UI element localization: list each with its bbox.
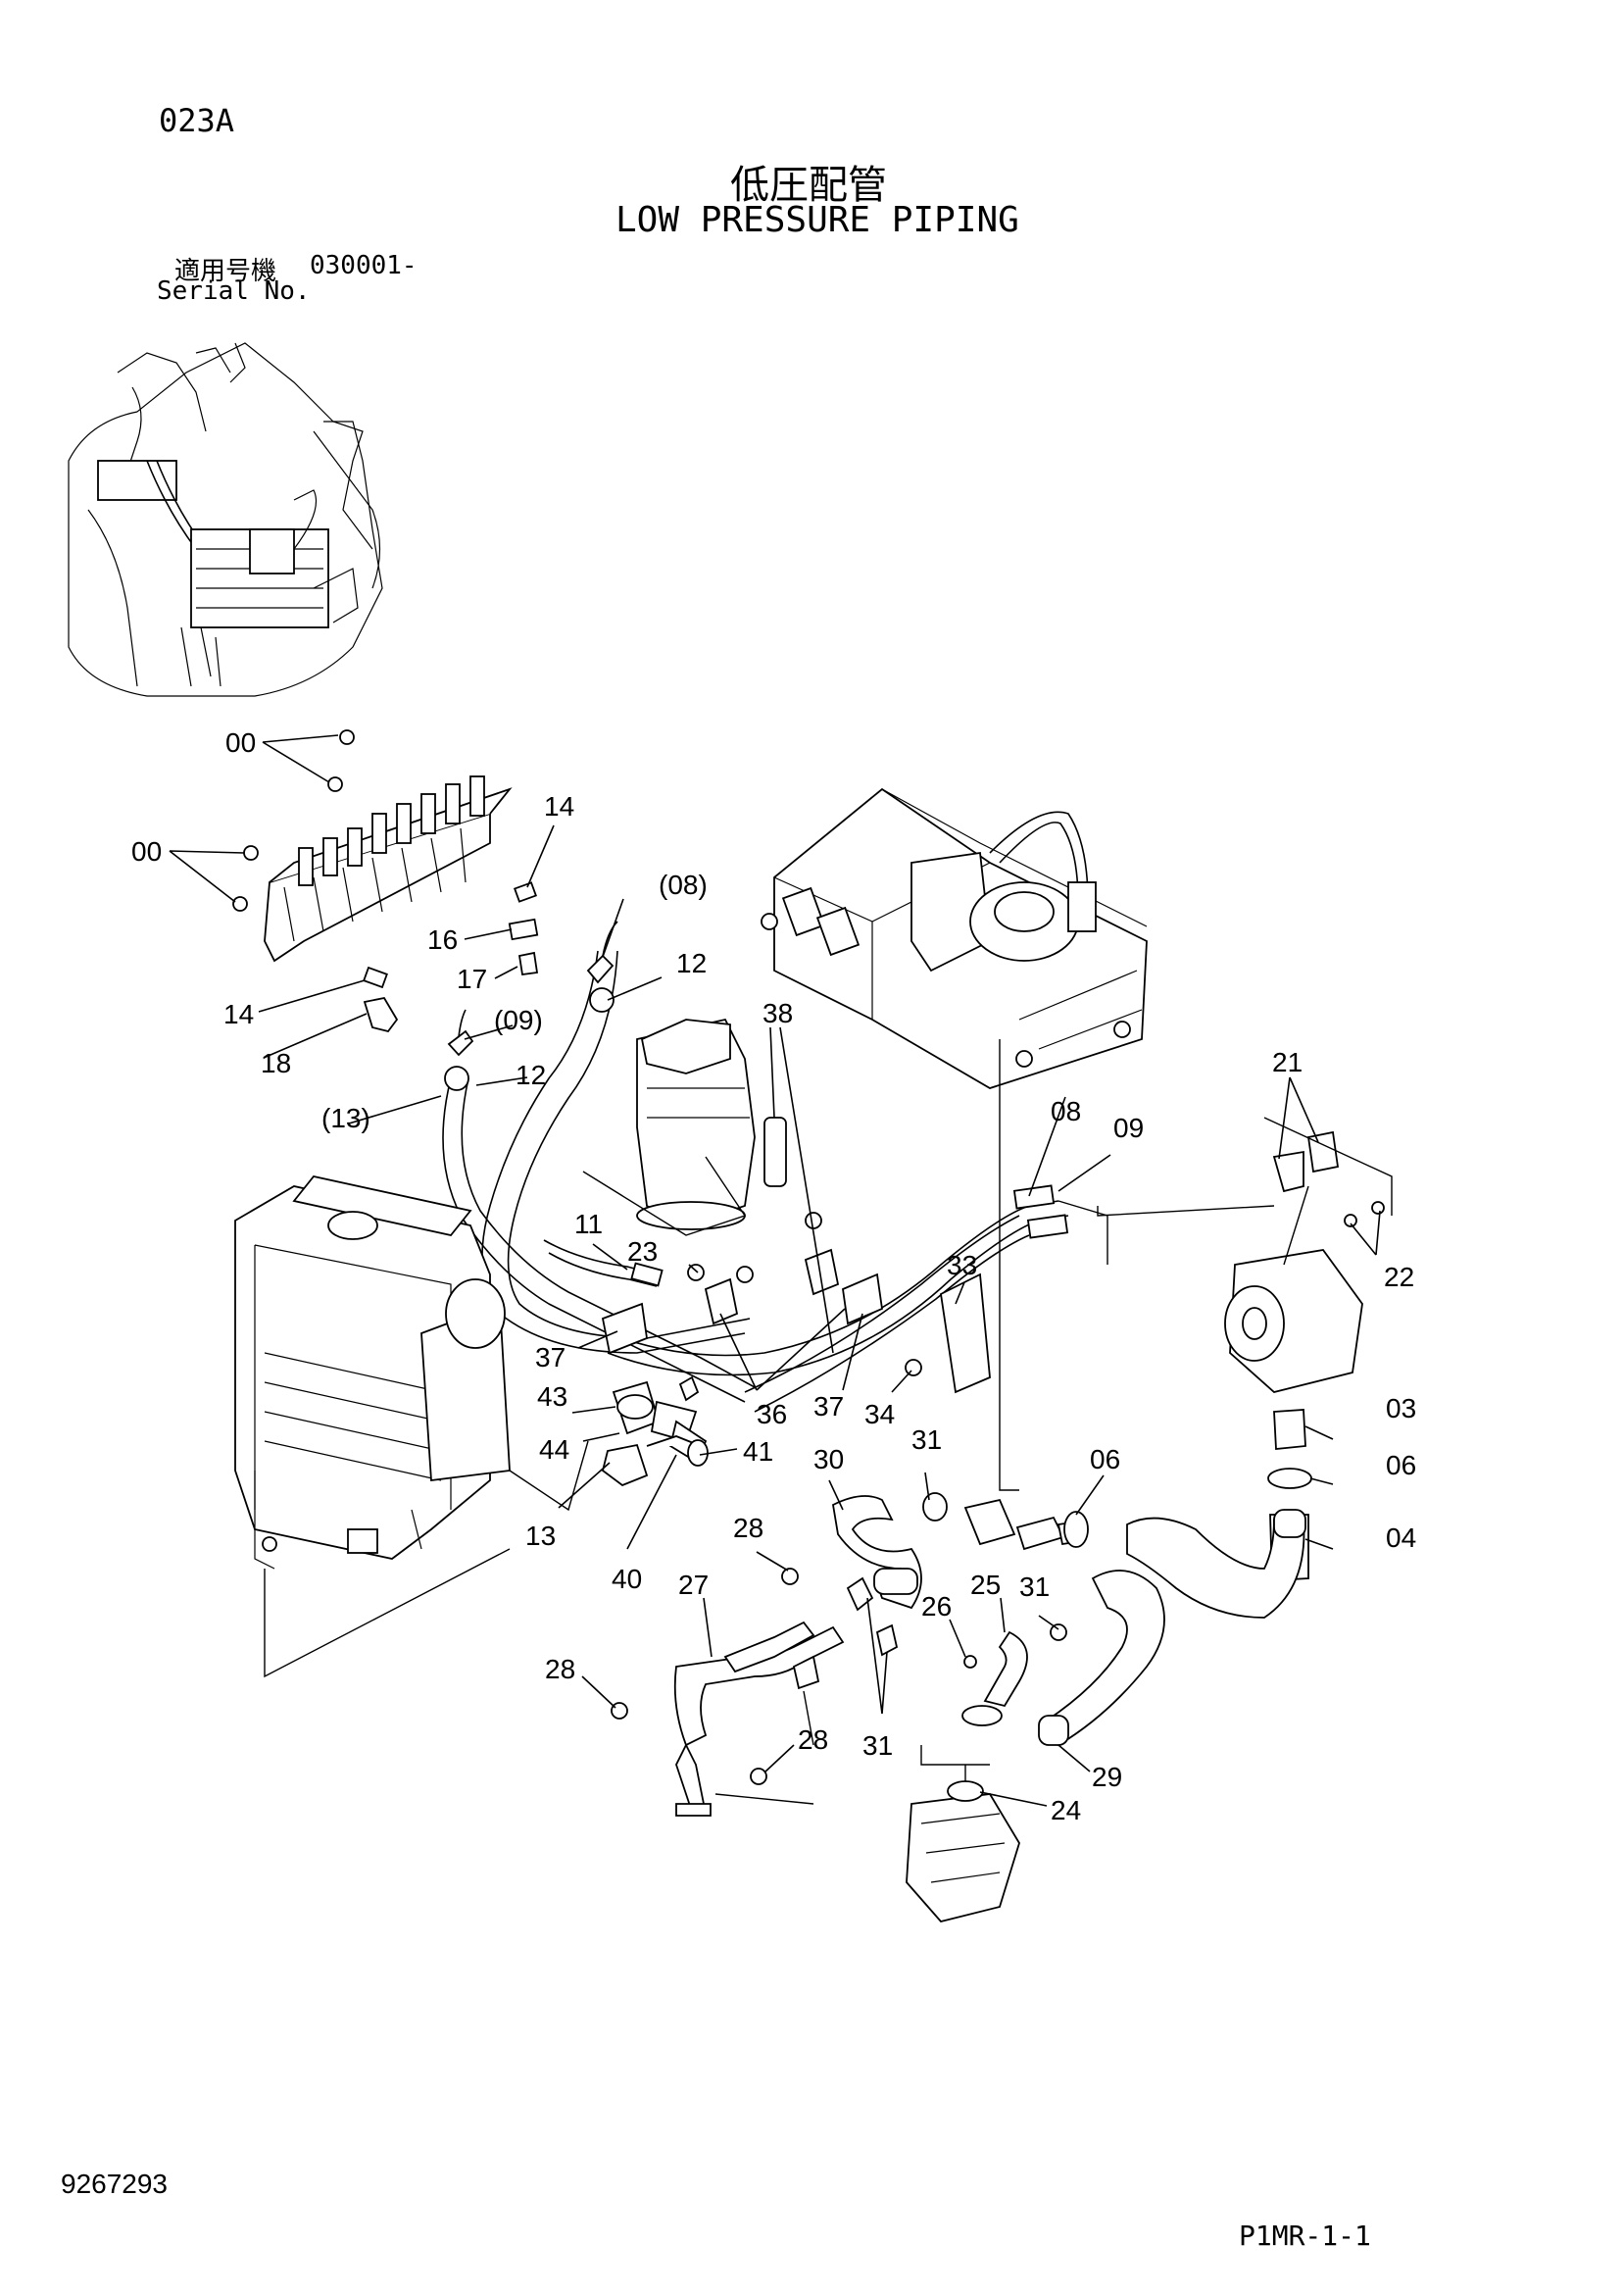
callout-30: 30 — [813, 1444, 844, 1474]
callout-18: 18 — [261, 1048, 291, 1078]
reference-code: P1MR-1-1 — [1239, 2220, 1371, 2252]
callout-03: 03 — [1386, 1393, 1416, 1423]
callout-26: 26 — [921, 1591, 952, 1622]
document-number: 9267293 — [61, 2169, 169, 2199]
callout-14-a: 14 — [544, 791, 574, 822]
callout-28-b: 28 — [545, 1654, 575, 1684]
serial-label-en: Serial No. — [157, 276, 311, 306]
callout-28-a: 28 — [733, 1513, 763, 1543]
callout-00-a: 00 — [225, 727, 256, 758]
callout-21: 21 — [1272, 1047, 1303, 1077]
callout-25: 25 — [970, 1570, 1001, 1600]
machine-overview-inset — [68, 342, 383, 697]
oil-cooler — [234, 1175, 589, 1678]
suction-hoses — [832, 1039, 1306, 1804]
callout-36: 36 — [757, 1399, 787, 1429]
callout-16: 16 — [427, 924, 458, 955]
callout-31-b: 31 — [1019, 1572, 1050, 1602]
serial-number: 030001- — [310, 251, 418, 280]
callout-23: 23 — [627, 1236, 658, 1267]
callout-38: 38 — [762, 998, 793, 1028]
callout-31-c: 31 — [862, 1730, 893, 1761]
callout-09: 09 — [1113, 1113, 1144, 1143]
callout-22: 22 — [1384, 1262, 1414, 1292]
control-valve-assembly — [232, 729, 539, 1033]
callout-13: 13 — [525, 1521, 556, 1551]
callout-24: 24 — [1051, 1795, 1081, 1825]
callout-28-c: 28 — [798, 1724, 828, 1755]
part-callouts: 00 00 14 (08) 16 17 12 14 (09) 18 38 12 … — [131, 727, 1416, 1825]
callout-09-paren: (09) — [494, 1005, 543, 1035]
hydraulic-tank — [761, 787, 1148, 1089]
main-pump — [906, 1780, 1020, 1923]
callout-12-a: 12 — [676, 948, 707, 978]
callout-04: 04 — [1386, 1522, 1416, 1553]
callout-41: 41 — [743, 1436, 773, 1467]
leader-lines — [169, 734, 1381, 1807]
page-code: 023A — [159, 102, 235, 139]
page-title-jp: 低圧配管 — [730, 163, 887, 208]
serial-label-jp: 適用号機 — [174, 257, 277, 286]
callout-43: 43 — [537, 1381, 567, 1412]
callout-13-paren: (13) — [321, 1103, 370, 1133]
callout-08-paren: (08) — [659, 870, 708, 900]
swing-motor — [582, 1018, 756, 1236]
pilot-pump — [1057, 1117, 1393, 1581]
callout-14-b: 14 — [223, 999, 254, 1029]
callout-33: 33 — [947, 1250, 977, 1280]
callout-06-a: 06 — [1386, 1450, 1416, 1480]
callout-31-a: 31 — [911, 1424, 942, 1455]
callout-34: 34 — [864, 1399, 895, 1429]
callout-37-b: 37 — [813, 1391, 844, 1422]
callout-06-b: 06 — [1090, 1444, 1120, 1474]
callout-37-a: 37 — [535, 1342, 566, 1373]
callout-29: 29 — [1092, 1762, 1122, 1792]
callout-11: 11 — [574, 1209, 603, 1239]
page-title-en: LOW PRESSURE PIPING — [615, 200, 1019, 240]
callout-44: 44 — [539, 1434, 569, 1465]
hose-clamps — [601, 1117, 991, 1394]
return-pipe — [611, 1568, 845, 1817]
callout-40: 40 — [612, 1564, 642, 1594]
cooler-fittings — [601, 1375, 709, 1487]
callout-12-b: 12 — [516, 1060, 546, 1090]
callout-00-b: 00 — [131, 836, 162, 867]
callout-17: 17 — [457, 964, 487, 994]
callout-08: 08 — [1051, 1096, 1081, 1126]
callout-27: 27 — [678, 1570, 709, 1600]
